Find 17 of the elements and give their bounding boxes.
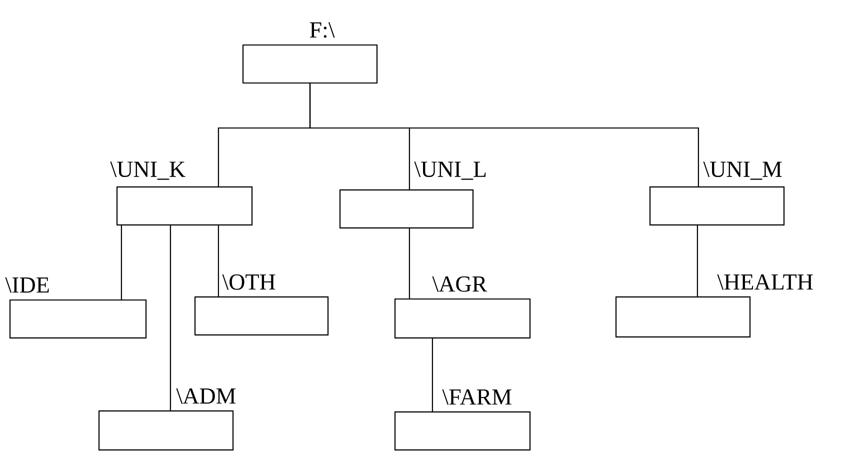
connector-line	[309, 84, 699, 186]
connector-line	[432, 338, 433, 412]
folder-name: \UNI_K	[110, 162, 186, 180]
folder-name: \OTH	[222, 274, 276, 290]
folder-name: \UNI_L	[414, 162, 486, 180]
connector-line	[696, 226, 698, 296]
folder-name: \FARM	[442, 389, 512, 405]
connector-line	[408, 228, 410, 298]
folder-name: \HEALTH	[717, 274, 813, 290]
folder-name: \AGR	[432, 276, 488, 292]
folder-name: F:\	[310, 22, 335, 38]
connector-line	[170, 226, 172, 410]
folder-name: \ADM	[176, 388, 236, 404]
connector-line	[120, 226, 122, 300]
connector-line	[218, 226, 220, 296]
folder-name: \IDE	[5, 277, 49, 293]
folder-name: \UNI_M	[703, 162, 782, 180]
